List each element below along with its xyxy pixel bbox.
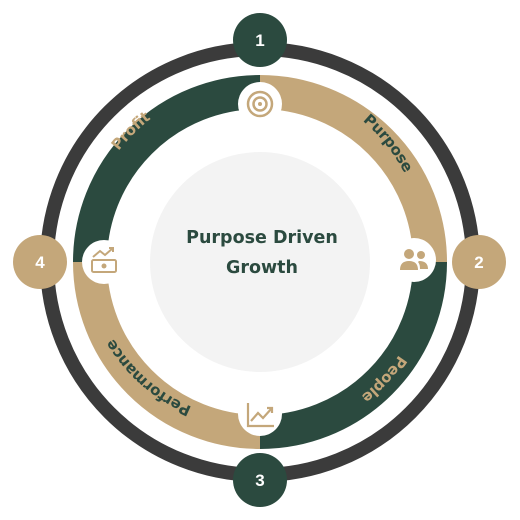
center-title-line1: Purpose Driven <box>186 228 338 248</box>
segment-purpose-arc <box>259 75 447 263</box>
step-badge-1: 1 <box>233 13 287 67</box>
segment-performance-arc <box>73 261 261 449</box>
step-number-1: 1 <box>255 31 264 50</box>
step-number-4: 4 <box>35 253 45 272</box>
money-growth-icon <box>82 240 126 284</box>
step-badge-3: 3 <box>233 453 287 507</box>
step-number-3: 3 <box>255 471 264 490</box>
chart-growth-icon <box>238 392 282 436</box>
step-badge-4: 4 <box>13 235 67 289</box>
center-title-line2: Growth <box>226 258 298 278</box>
target-icon <box>238 82 282 126</box>
segment-profit-arc <box>73 75 261 263</box>
step-badge-2: 2 <box>452 235 506 289</box>
segment-people-arc <box>259 261 447 449</box>
center-circle <box>150 152 370 372</box>
step-number-2: 2 <box>474 253 483 272</box>
people-icon <box>392 238 436 282</box>
